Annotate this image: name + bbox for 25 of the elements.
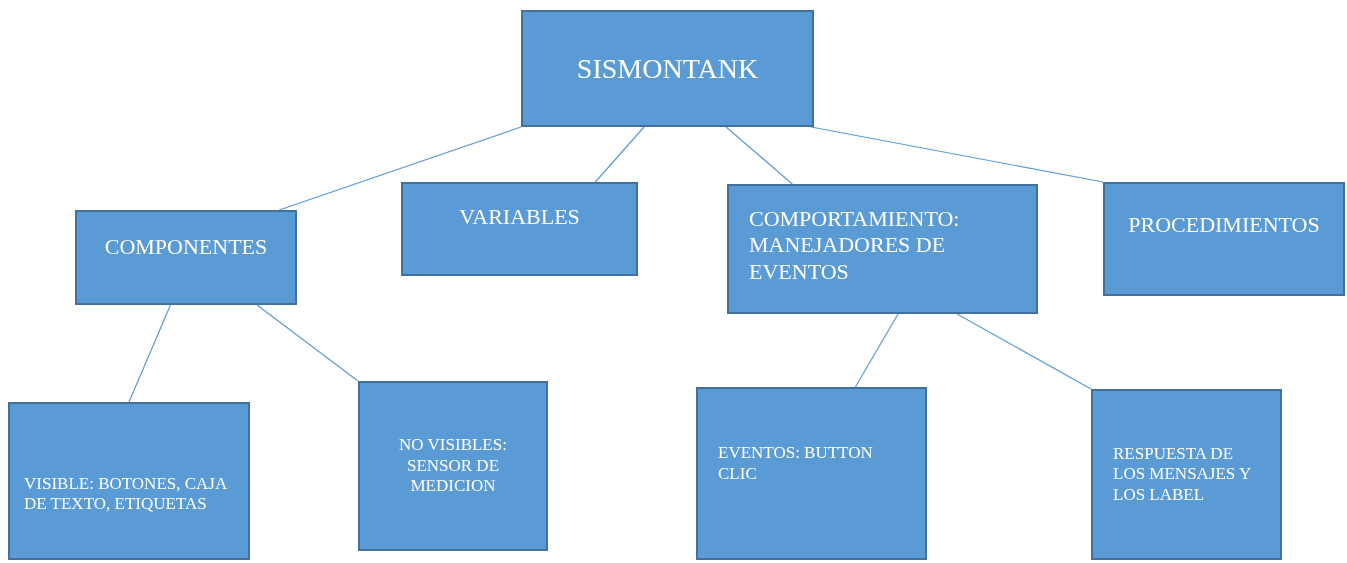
concept-box: [401, 182, 638, 276]
concept-box: [727, 184, 1038, 314]
node-label: COMPONENTES: [104, 234, 268, 261]
concept-box: [358, 381, 548, 551]
node-label: PROCEDIMIENTOS: [1128, 212, 1320, 239]
connector-line: [854, 313, 899, 388]
connector-line: [256, 304, 359, 382]
concept-box: [8, 402, 250, 560]
concept-box: [1103, 182, 1345, 296]
node-label: NO VISIBLES: SENSOR DE MEDICION: [398, 435, 508, 497]
connector-line: [594, 126, 645, 183]
concept-box: [696, 387, 927, 560]
node-label: RESPUESTA DE LOS MENSAJES Y LOS LABEL: [1113, 443, 1252, 506]
concept-box: [521, 10, 814, 127]
node-label: VARIABLES: [459, 204, 580, 231]
node-label: COMPORTAMIENTO: MANEJADORES DE EVENTOS: [749, 206, 961, 286]
connector-line: [278, 126, 522, 211]
connector-line: [128, 304, 172, 403]
connector-line: [956, 313, 1092, 390]
concept-box: [1091, 389, 1282, 560]
connector-line: [725, 126, 793, 185]
node-label: VISIBLE: BOTONES, CAJA DE TEXTO, ETIQUETAS: [24, 473, 228, 515]
concept-box: [75, 210, 297, 305]
node-label: SISMONTANK: [576, 51, 759, 86]
node-label: EVENTOS: BUTTON CLIC: [718, 443, 874, 484]
